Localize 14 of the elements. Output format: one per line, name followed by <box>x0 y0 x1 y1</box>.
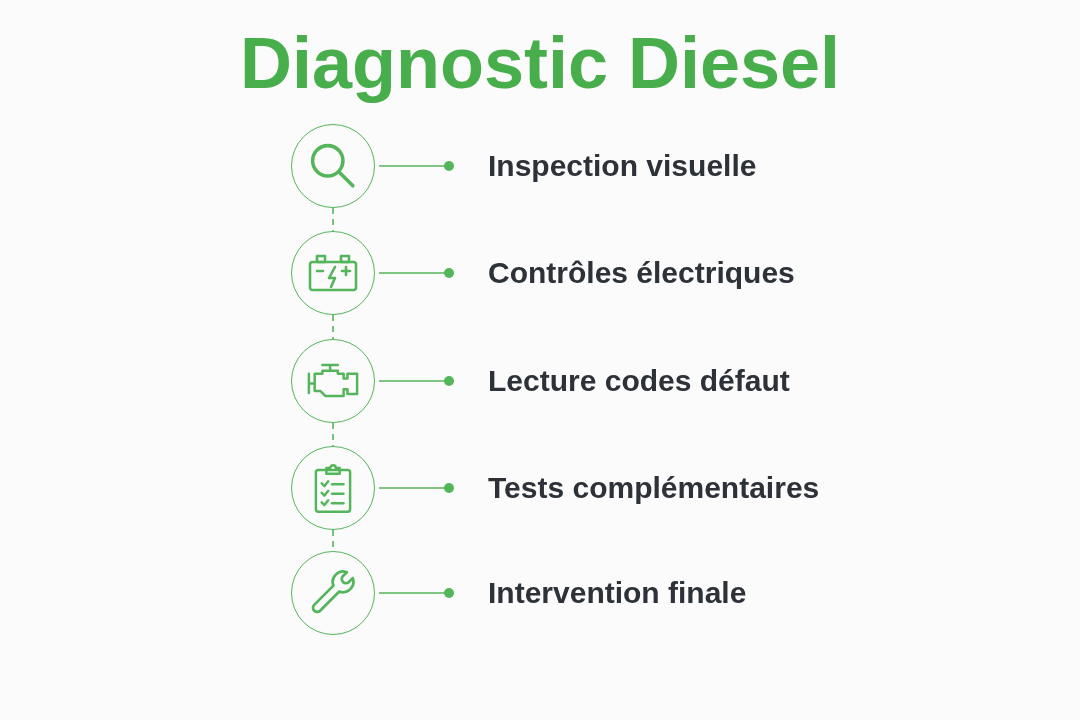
step-label: Tests complémentaires <box>488 470 820 506</box>
dashed-connector <box>332 422 334 447</box>
step-label: Intervention finale <box>488 575 747 611</box>
dashed-connector <box>332 314 334 340</box>
step-label: Inspection visuelle <box>488 148 757 184</box>
connector-line <box>378 161 454 171</box>
connector-line <box>378 483 454 493</box>
diagram-title: Diagnostic Diesel <box>239 22 841 105</box>
step-label: Contrôles électriques <box>488 255 795 291</box>
dashed-connector <box>332 207 334 232</box>
connector-line <box>378 376 454 386</box>
step-label: Lecture codes défaut <box>488 363 790 399</box>
connector-line <box>378 268 454 278</box>
connector-line <box>378 588 454 598</box>
